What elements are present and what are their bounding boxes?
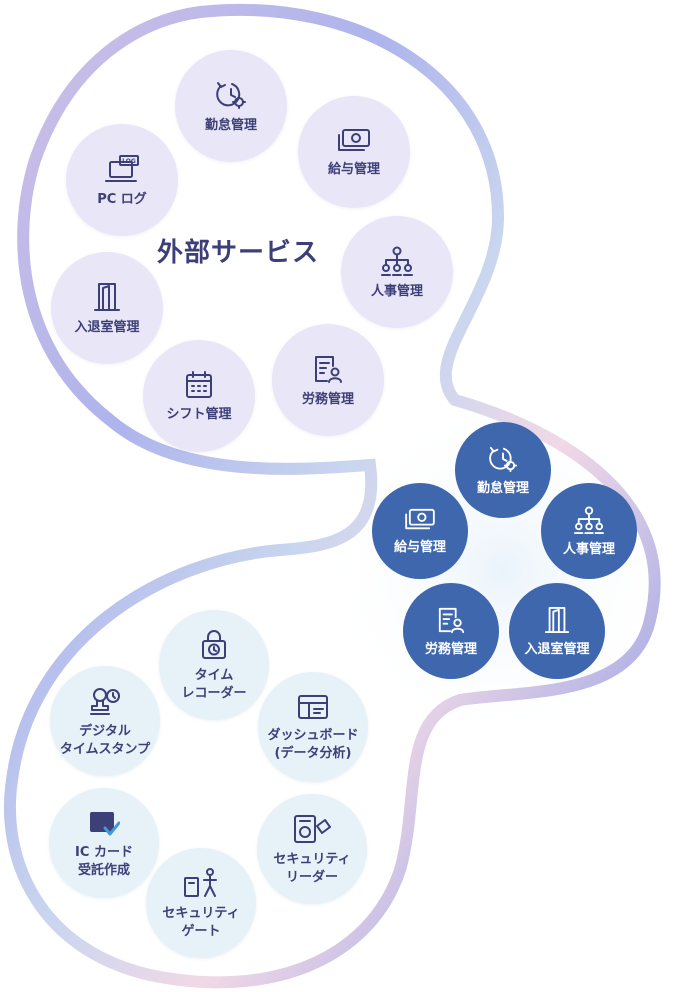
- device-time-recorder[interactable]: タイム レコーダー: [159, 610, 269, 720]
- service-label: 人事管理: [370, 283, 423, 299]
- org-chart-icon: [574, 505, 604, 534]
- door-icon: [94, 282, 120, 311]
- service-labor[interactable]: 労務管理: [272, 324, 384, 436]
- pc-log-icon: LOG: [105, 154, 139, 182]
- money-icon: [405, 508, 435, 529]
- device-digital-timestamp[interactable]: デジタル タイムスタンプ: [50, 666, 160, 776]
- module-attendance[interactable]: 勤怠管理: [455, 422, 551, 518]
- document-person-icon: [315, 355, 342, 383]
- device-label: セキュリティ リーダー: [273, 851, 351, 885]
- security-reader-icon: [294, 814, 331, 843]
- module-label: 労務管理: [424, 641, 477, 657]
- service-entry-exit[interactable]: 入退室管理: [51, 252, 163, 364]
- module-payroll[interactable]: 給与管理: [372, 483, 468, 579]
- service-label: 入退室管理: [74, 319, 140, 335]
- security-gate-icon: [184, 867, 217, 897]
- door-icon: [544, 606, 570, 633]
- device-label: ダッシュボード (データ分析): [267, 727, 359, 761]
- service-label: 労務管理: [301, 391, 354, 407]
- org-chart-icon: [381, 246, 413, 276]
- lock-clock-icon: [202, 629, 226, 659]
- document-person-icon: [438, 607, 465, 633]
- service-label: 勤怠管理: [204, 117, 257, 133]
- module-label: 人事管理: [562, 541, 615, 557]
- ic-card-icon: [90, 811, 120, 835]
- dashboard-icon: [298, 694, 328, 719]
- device-label: デジタル タイムスタンプ: [59, 723, 151, 757]
- device-ic-card[interactable]: IC カード 受託作成: [49, 788, 159, 898]
- clock-gear-icon: [216, 81, 246, 109]
- module-labor[interactable]: 労務管理: [403, 583, 499, 679]
- module-label: 給与管理: [393, 539, 446, 555]
- device-security-gate[interactable]: セキュリティ ゲート: [146, 848, 256, 958]
- service-label: 給与管理: [327, 161, 380, 177]
- money-icon: [338, 128, 370, 151]
- service-pc-log[interactable]: LOG PC ログ: [66, 124, 178, 236]
- service-shift[interactable]: シフト管理: [143, 340, 255, 452]
- service-attendance[interactable]: 勤怠管理: [175, 50, 287, 162]
- service-hr[interactable]: 人事管理: [341, 216, 453, 328]
- cluster-title: 外部サービス: [157, 238, 320, 268]
- module-entry-exit[interactable]: 入退室管理: [509, 583, 605, 679]
- service-payroll[interactable]: 給与管理: [298, 96, 410, 208]
- device-dashboard[interactable]: ダッシュボード (データ分析): [258, 672, 368, 782]
- module-label: 入退室管理: [524, 641, 590, 657]
- timestamp-icon: [90, 687, 120, 715]
- module-label: 勤怠管理: [476, 480, 529, 496]
- service-label: PC ログ: [97, 191, 147, 207]
- calendar-icon: [186, 370, 212, 398]
- device-label: タイム レコーダー: [181, 667, 247, 701]
- service-label: シフト管理: [166, 406, 232, 422]
- clock-gear-icon: [489, 446, 517, 472]
- device-label: セキュリティ ゲート: [162, 905, 240, 939]
- device-label: IC カード 受託作成: [75, 844, 133, 878]
- module-hr[interactable]: 人事管理: [541, 483, 637, 579]
- device-security-reader[interactable]: セキュリティ リーダー: [257, 794, 367, 904]
- svg-text:LOG: LOG: [122, 158, 136, 165]
